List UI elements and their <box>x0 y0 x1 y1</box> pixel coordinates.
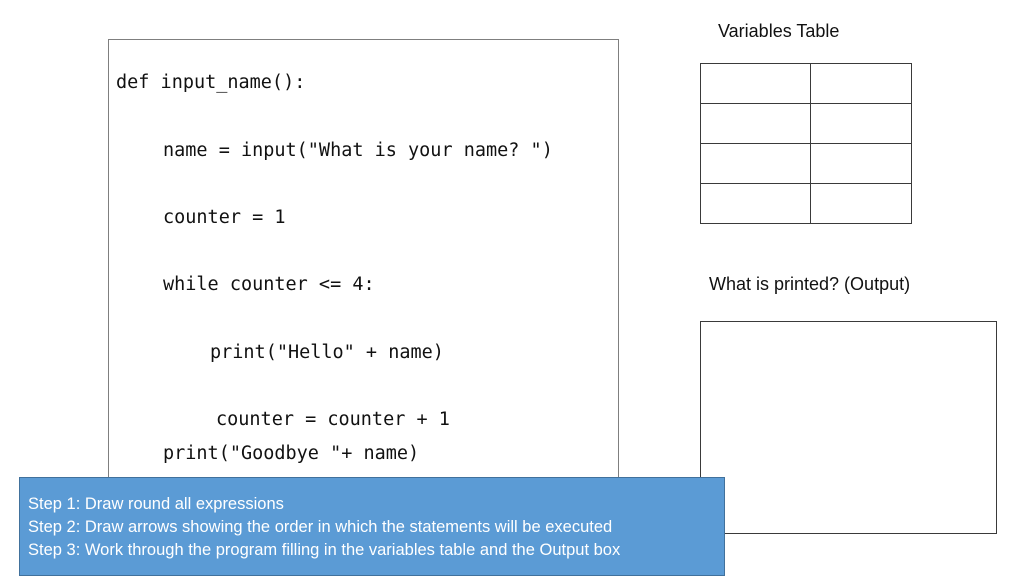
step-3-text: Step 3: Work through the program filling… <box>28 541 621 559</box>
table-row <box>700 63 912 104</box>
code-line-counter-increment: counter = counter + 1 <box>216 409 450 430</box>
code-line-print-goodbye: print("Goodbye "+ name) <box>163 443 420 464</box>
output-title: What is printed? (Output) <box>709 274 911 294</box>
output-box[interactable] <box>700 321 997 534</box>
table-row <box>700 143 912 184</box>
code-line-counter-init: counter = 1 <box>163 207 286 228</box>
table-cell[interactable] <box>810 63 912 104</box>
table-row <box>700 103 912 144</box>
step-1-text: Step 1: Draw round all expressions <box>28 495 284 513</box>
step-2-text: Step 2: Draw arrows showing the order in… <box>28 518 613 536</box>
table-cell[interactable] <box>810 183 912 224</box>
variables-table <box>700 63 912 224</box>
table-cell[interactable] <box>700 103 811 144</box>
code-line-while: while counter <= 4: <box>163 274 375 295</box>
table-cell[interactable] <box>700 183 811 224</box>
code-line-name-input: name = input("What is your name? ") <box>163 140 553 161</box>
table-row <box>700 183 912 224</box>
table-cell[interactable] <box>700 63 811 104</box>
code-line-def: def input_name(): <box>116 72 306 93</box>
table-cell[interactable] <box>810 143 912 184</box>
table-cell[interactable] <box>810 103 912 144</box>
table-cell[interactable] <box>700 143 811 184</box>
code-box <box>108 39 619 509</box>
code-line-print-hello: print("Hello" + name) <box>210 342 444 363</box>
instructions-box: Step 1: Draw round all expressions Step … <box>19 477 725 576</box>
variables-table-title: Variables Table <box>718 21 840 41</box>
